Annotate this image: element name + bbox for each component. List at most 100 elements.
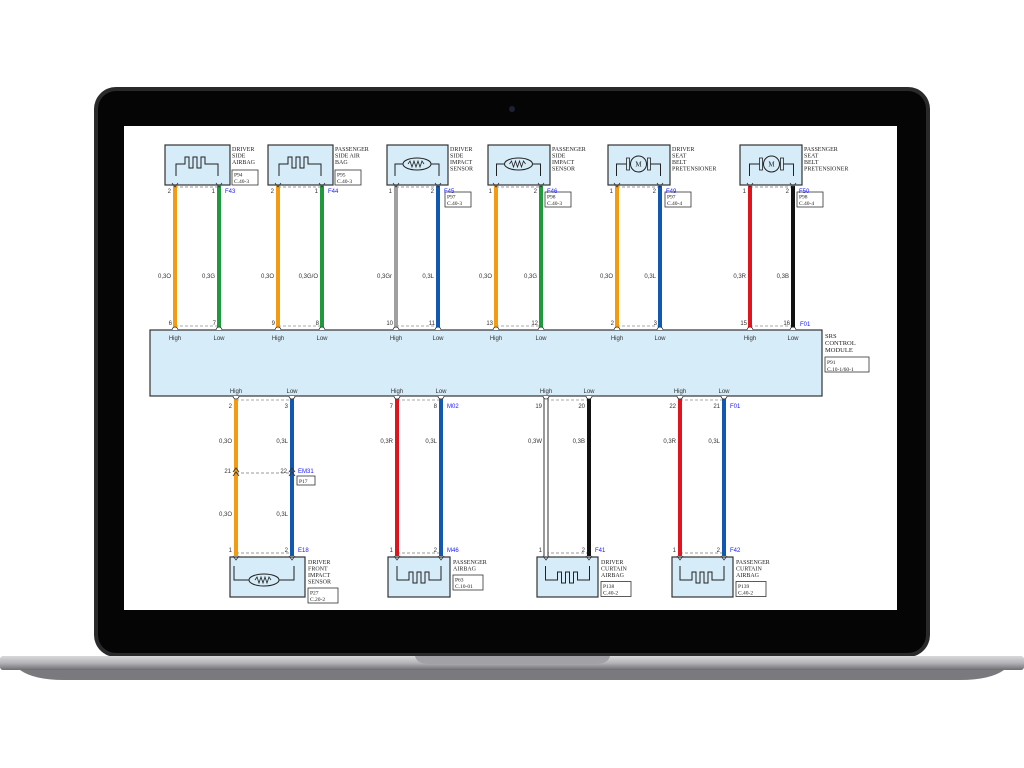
wire-gray[interactable] [392, 182, 400, 331]
wire-green[interactable] [537, 182, 545, 331]
squib-icon [175, 156, 219, 176]
pin-terminal-icon [656, 182, 664, 188]
component-body[interactable] [739, 144, 803, 186]
module-name-line: MODULE [825, 347, 853, 354]
inline-pin-number: 22 [280, 469, 287, 475]
connector-box [735, 581, 767, 597]
component-body[interactable] [229, 556, 306, 598]
component-name-line: PASSENGER [453, 560, 487, 566]
pin-terminal-icon [789, 182, 797, 188]
wire-red[interactable] [676, 395, 684, 561]
module-terminal-icon [676, 395, 684, 400]
squib-icon [679, 566, 725, 584]
signal-label: High [490, 336, 502, 342]
inline-terminal-icon [232, 467, 240, 477]
module-pin-number: 20 [578, 404, 585, 410]
module-pin-number: 8 [316, 321, 320, 327]
component-name-line: BELT [672, 160, 687, 166]
bottom-component-0[interactable] [229, 395, 339, 604]
top-component-1[interactable] [267, 144, 362, 331]
signal-label: Low [583, 389, 595, 395]
srs-control-module[interactable] [149, 329, 870, 397]
component-body[interactable] [671, 556, 734, 598]
pin-number: 1 [229, 548, 233, 554]
connector-code: C.40-3 [447, 201, 462, 207]
bottom-component-2[interactable] [536, 395, 632, 598]
signal-label: High [230, 389, 242, 395]
component-body[interactable] [536, 556, 599, 598]
component-name-line: DRIVER [672, 147, 694, 153]
bottom-component-1[interactable] [387, 395, 484, 598]
wire-blue[interactable] [720, 395, 728, 561]
wire-green[interactable] [318, 182, 326, 331]
pin-number: 2 [431, 189, 435, 195]
wire-gauge: 0,3O [600, 274, 613, 280]
connector-box [664, 191, 692, 208]
pin-number: 2 [434, 548, 438, 554]
bottom-component-3[interactable] [671, 395, 767, 598]
wire-gauge: 0,3R [380, 439, 393, 445]
component-name-line: DRIVER [601, 560, 623, 566]
wire-orange[interactable] [171, 182, 179, 331]
wire-blue[interactable] [437, 395, 445, 561]
component-name-line: AIRBAG [601, 573, 625, 579]
wire-blue[interactable] [656, 182, 664, 331]
signal-label: High [611, 336, 623, 342]
module-pin-number: 6 [169, 321, 173, 327]
webcam-icon [509, 106, 515, 112]
pin-terminal-icon [676, 555, 684, 561]
pin-number: 2 [786, 189, 790, 195]
wire-red[interactable] [746, 182, 754, 331]
component-body[interactable] [487, 144, 551, 186]
top-component-2[interactable] [386, 144, 472, 331]
top-component-3[interactable] [487, 144, 572, 331]
wire-blue[interactable] [434, 182, 442, 331]
connector-box [544, 191, 572, 208]
wire-white[interactable] [542, 395, 550, 561]
wire-blue[interactable] [288, 395, 296, 561]
component-body[interactable] [607, 144, 671, 186]
wire-orange[interactable] [492, 182, 500, 331]
wire-red[interactable] [393, 395, 401, 561]
component-name-line: IMPACT [552, 160, 574, 166]
pin-number: 1 [489, 189, 493, 195]
connector-label: P139 [738, 584, 750, 590]
connector-id: F41 [595, 548, 606, 554]
top-component-4[interactable]: M [607, 144, 692, 331]
motor-label: M [768, 161, 775, 169]
inline-connector-id: EM31 [298, 469, 314, 475]
top-component-0[interactable] [164, 144, 259, 331]
component-name-line: PASSENGER [335, 147, 369, 153]
module-terminal-icon [215, 326, 223, 331]
pin-terminal-icon [274, 182, 282, 188]
pin-number: 2 [285, 548, 289, 554]
module-terminal-icon [171, 326, 179, 331]
wire-gauge: 0,3G [202, 274, 215, 280]
wire-orange[interactable] [274, 182, 282, 331]
component-body[interactable] [386, 144, 449, 186]
component-name-line: AIRBAG [736, 573, 760, 579]
wire-orange[interactable] [613, 182, 621, 331]
inline-connector[interactable] [232, 467, 316, 486]
top-component-5[interactable]: M [739, 144, 824, 331]
component-body[interactable] [387, 556, 451, 598]
wire-green[interactable] [215, 182, 223, 331]
module-terminal-icon [437, 395, 445, 400]
pin-number: 1 [212, 189, 216, 195]
wire-black[interactable] [789, 182, 797, 331]
module-name-line: SRS [825, 333, 837, 340]
module-terminal-icon [434, 326, 442, 331]
component-name-line: CURTAIN [601, 567, 627, 573]
wire-black[interactable] [585, 395, 593, 561]
wire-orange[interactable] [232, 395, 240, 561]
connector-label: P95 [337, 173, 346, 179]
component-name-line: BAG [335, 160, 348, 166]
connector-id: F44 [328, 189, 339, 195]
module-body[interactable] [149, 329, 823, 397]
squib-icon [396, 566, 442, 584]
module-pin-number: 21 [713, 404, 720, 410]
signal-label: Low [718, 389, 730, 395]
connector-box [231, 169, 259, 186]
component-name-line: PASSENGER [736, 560, 770, 566]
pin-terminal-icon [585, 555, 593, 561]
